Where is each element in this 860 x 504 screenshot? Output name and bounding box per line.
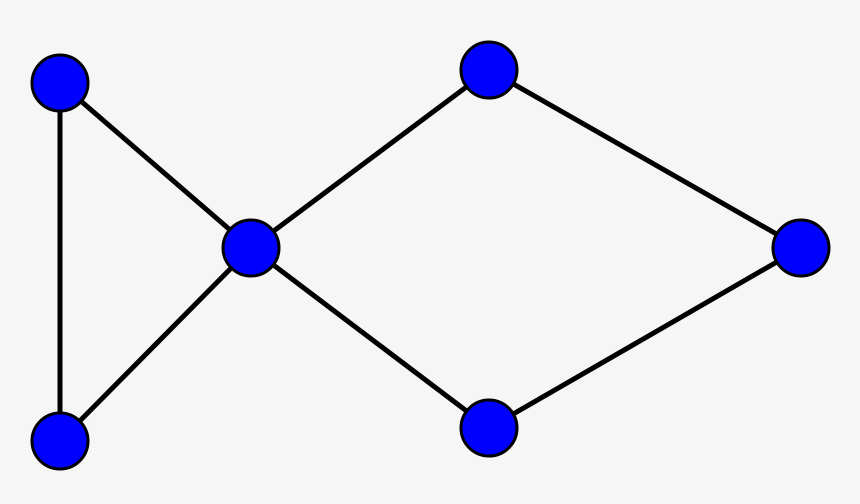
edge-n4-n6 [486, 67, 804, 251]
edge-n2-n3 [57, 245, 254, 444]
node-layer [30, 40, 831, 471]
node-top-right [459, 40, 519, 100]
node-far-right [771, 218, 831, 278]
node-left-top [30, 53, 90, 113]
edge-n3-n4 [248, 67, 492, 251]
edge-n3-n5 [248, 245, 492, 431]
node-left-bottom [30, 411, 90, 471]
edge-layer [57, 67, 804, 444]
node-bottom-right [459, 398, 519, 458]
edge-n5-n6 [486, 245, 804, 431]
edge-n1-n3 [57, 80, 254, 251]
node-center [221, 218, 281, 278]
